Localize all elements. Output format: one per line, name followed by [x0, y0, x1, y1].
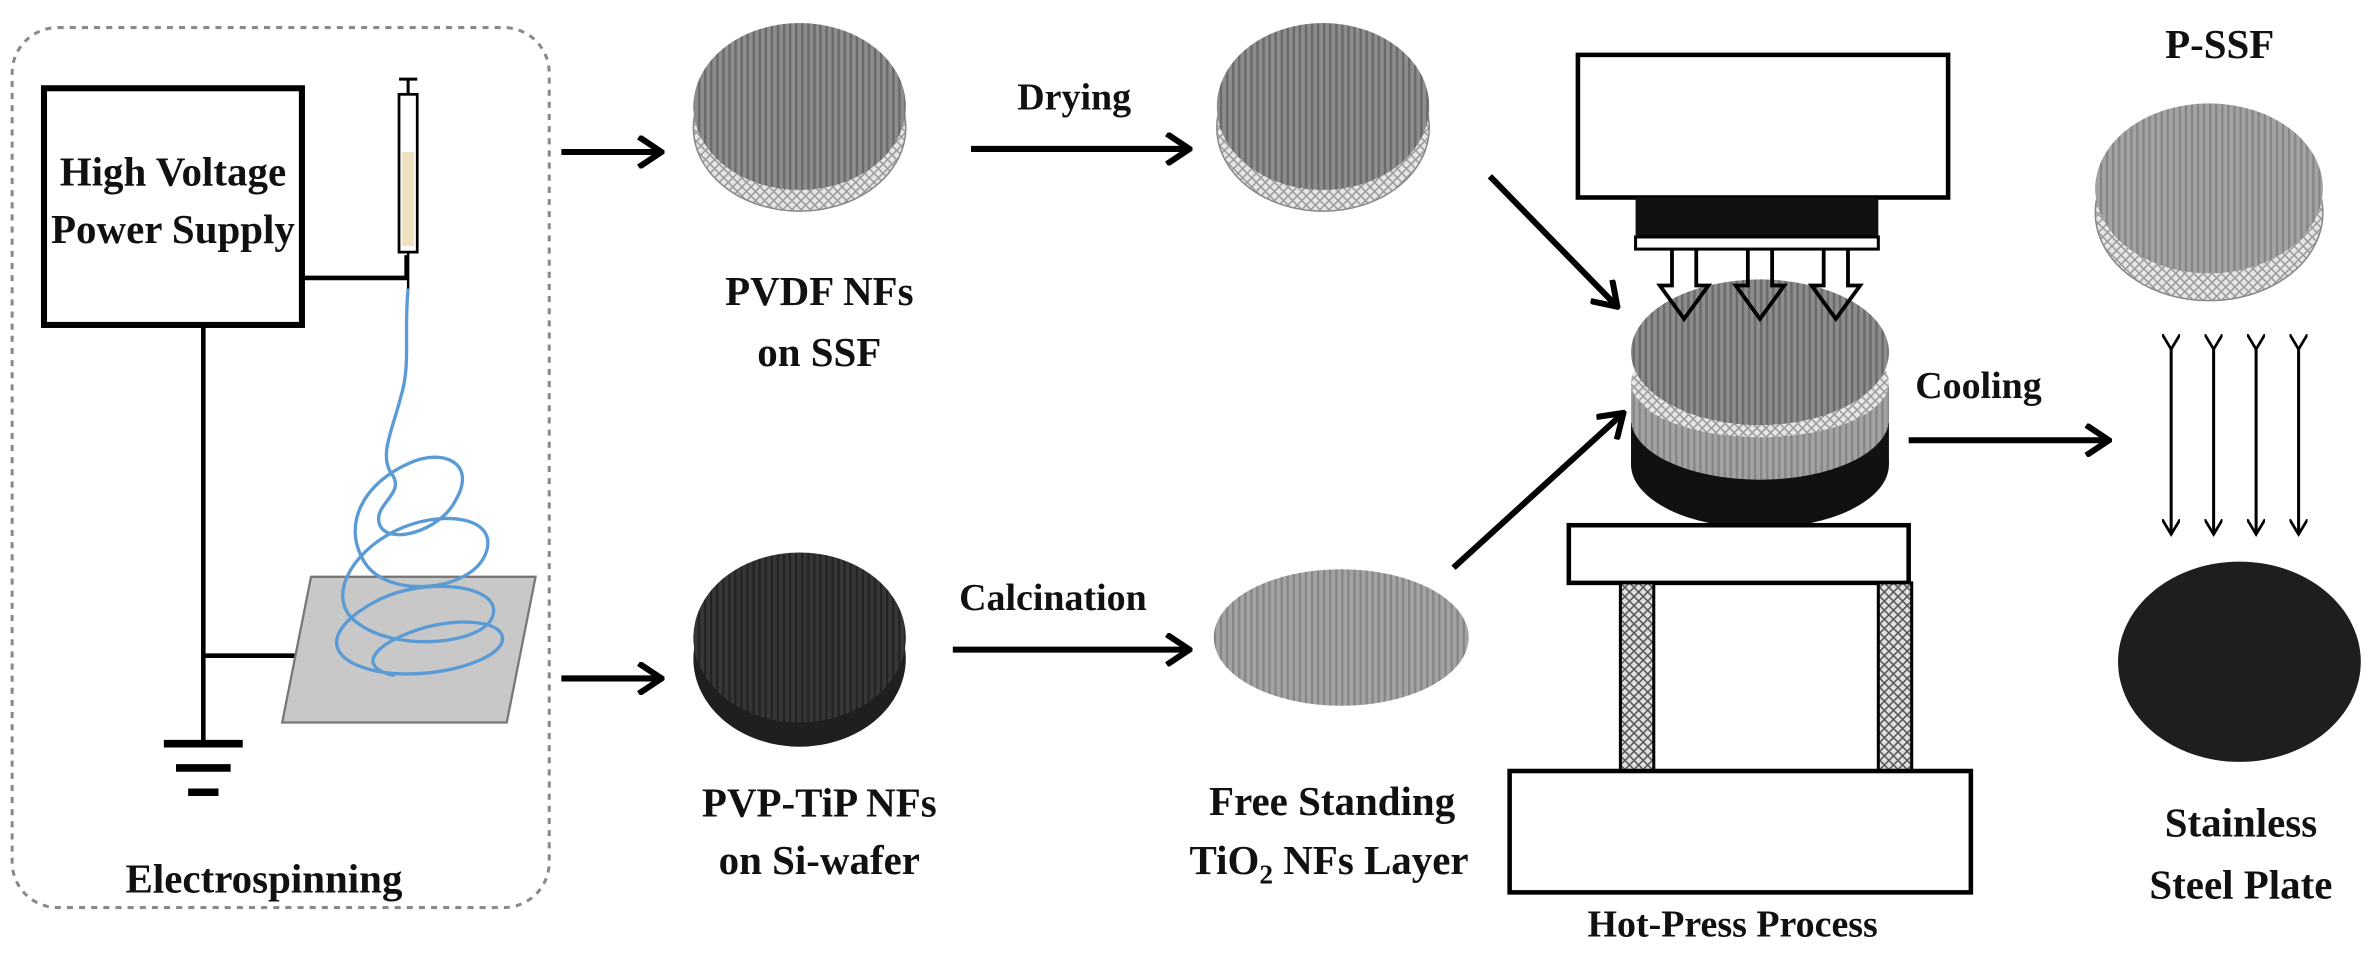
power-supply-label-line2: Power Supply: [51, 206, 295, 252]
pvp-tip-on-si-wafer-disc: [693, 552, 906, 747]
pvdf-on-ssf-disc: [692, 23, 907, 212]
stainless-label-line2: Steel Plate: [2149, 861, 2332, 907]
stainless-label-line1: Stainless: [2165, 799, 2317, 845]
electrospinning-setup: High Voltage Power Supply Electrospinnin…: [10, 26, 551, 910]
dried-pvdf-on-ssf-disc: [1216, 23, 1430, 212]
press-sample-stack: [1631, 279, 1889, 529]
hot-press: [1507, 52, 1974, 895]
syringe-icon: [397, 77, 419, 289]
high-voltage-power-supply-box: [40, 85, 305, 328]
calcination-label: Calcination: [959, 577, 1147, 619]
pssf-disc: [2094, 103, 2324, 302]
hot-press-label: Hot-Press Process: [1588, 903, 1878, 945]
pvp-label-line1: PVP-TiP NFs: [702, 780, 937, 826]
wire-to-needle: [301, 255, 409, 281]
press-upper-block: [1575, 52, 1951, 200]
setup-dashed-frame: [10, 26, 551, 910]
electrospinning-label: Electrospinning: [126, 855, 403, 901]
press-down-arrows: [1656, 249, 1864, 323]
drying-label: Drying: [1017, 77, 1131, 119]
free-standing-label-line1: Free Standing: [1209, 778, 1456, 824]
press-plate-stem: [1634, 235, 1880, 251]
arrow-pvdf-to-press: [1487, 174, 1617, 306]
pvdf-label-line2: on SSF: [757, 329, 881, 375]
pvp-label-line2: on Si-wafer: [719, 837, 920, 883]
stainless-steel-plate-disc: [2118, 561, 2361, 762]
free-standing-tio2-layer: [1213, 569, 1469, 706]
press-pillar-left: [1618, 581, 1656, 773]
press-pillar-right: [1876, 581, 1914, 773]
separation-arrows: [2171, 349, 2298, 534]
fiber-jet: [335, 288, 505, 678]
ground-icon: [163, 739, 243, 797]
press-base: [1507, 768, 1974, 895]
free-standing-label-line2: TiO2 NFs Layer: [1190, 837, 1469, 889]
power-supply-label-line1: High Voltage: [60, 148, 286, 194]
cooling-label: Cooling: [1915, 365, 2041, 407]
press-upper-plate: [1635, 197, 1879, 237]
pssf-label: P-SSF: [2165, 21, 2274, 67]
pvdf-label-line1: PVDF NFs: [725, 268, 913, 314]
arrow-tio2-to-press: [1451, 413, 1623, 570]
press-lower-platform: [1566, 522, 1911, 586]
